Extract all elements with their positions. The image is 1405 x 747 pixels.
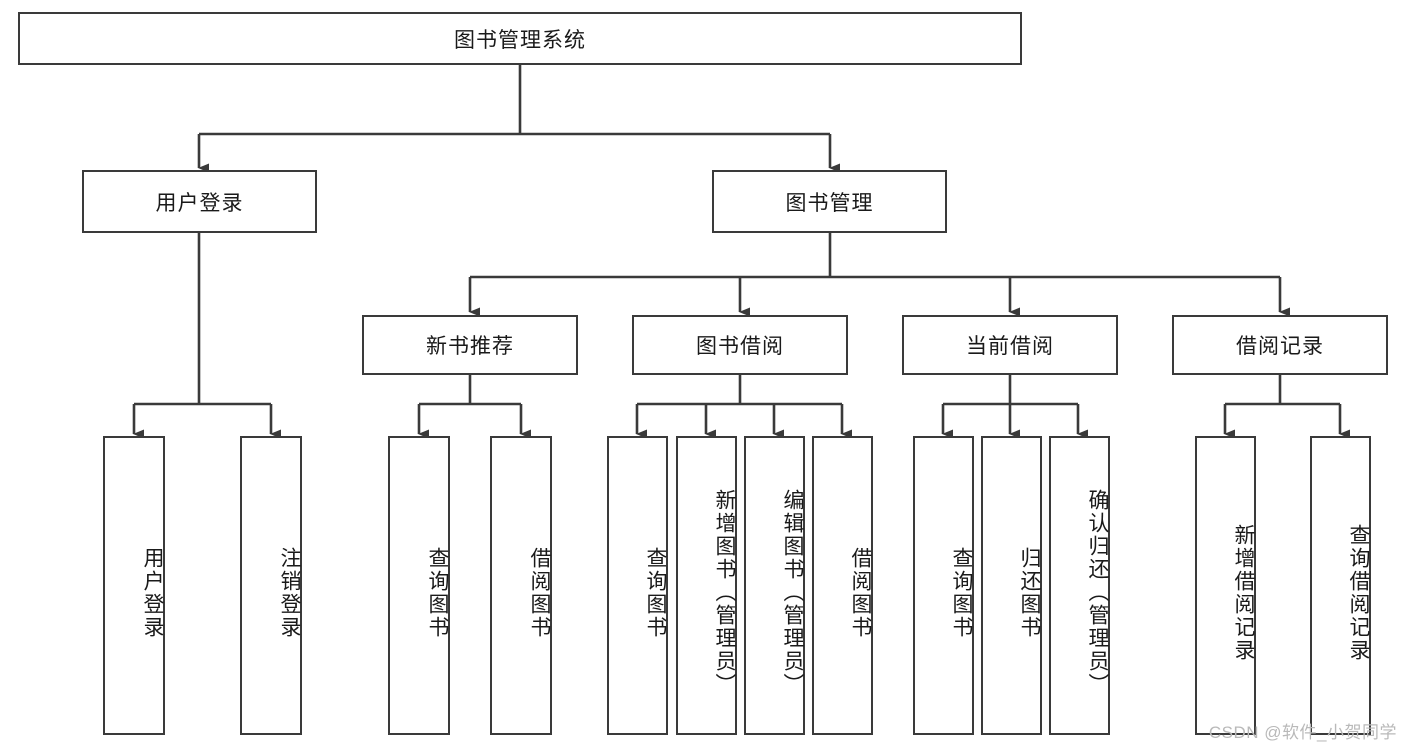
node-book-borrow[interactable]: 图书借阅 [632,315,848,375]
leaf-user-login[interactable]: 用户登录 [103,436,165,735]
node-borrow-record-label: 借阅记录 [1236,335,1324,358]
leaf-edit-book-admin[interactable]: 编辑图书（管理员） [744,436,805,735]
leaf-borrow-book-label: 借阅图书 [849,546,872,639]
leaf-query-book-borrow-label: 查询图书 [644,546,667,639]
node-new-book-recommend[interactable]: 新书推荐 [362,315,578,375]
node-book-borrow-label: 图书借阅 [696,335,784,358]
leaf-confirm-return-admin[interactable]: 确认归还（管理员） [1049,436,1110,735]
leaf-borrow-book-recommend[interactable]: 借阅图书 [490,436,552,735]
leaf-borrow-book[interactable]: 借阅图书 [812,436,873,735]
leaf-query-book-current[interactable]: 查询图书 [913,436,974,735]
node-root[interactable]: 图书管理系统 [18,12,1022,65]
leaf-user-login-label: 用户登录 [141,546,164,639]
node-borrow-record[interactable]: 借阅记录 [1172,315,1388,375]
leaf-edit-book-admin-label: 编辑图书（管理员） [781,489,804,696]
node-root-label: 图书管理系统 [454,28,586,52]
leaf-query-book-recommend-label: 查询图书 [426,546,449,639]
leaf-query-book-recommend[interactable]: 查询图书 [388,436,450,735]
leaf-borrow-book-recommend-label: 借阅图书 [528,546,551,639]
watermark-text: CSDN @软件_小贺同学 [1208,723,1397,742]
leaf-query-book-current-label: 查询图书 [950,546,973,639]
leaf-query-borrow-record-label: 查询借阅记录 [1347,523,1370,662]
leaf-logout[interactable]: 注销登录 [240,436,302,735]
node-new-book-recommend-label: 新书推荐 [426,335,514,358]
leaf-return-book[interactable]: 归还图书 [981,436,1042,735]
leaf-confirm-return-admin-label: 确认归还（管理员） [1086,489,1109,696]
node-current-borrow[interactable]: 当前借阅 [902,315,1118,375]
leaf-return-book-label: 归还图书 [1018,546,1041,639]
leaf-add-book-admin[interactable]: 新增图书（管理员） [676,436,737,735]
leaf-add-book-admin-label: 新增图书（管理员） [713,489,736,696]
node-current-borrow-label: 当前借阅 [966,335,1054,358]
leaf-add-borrow-record[interactable]: 新增借阅记录 [1195,436,1256,735]
leaf-query-book-borrow[interactable]: 查询图书 [607,436,668,735]
node-book-management[interactable]: 图书管理 [712,170,947,233]
node-user-login[interactable]: 用户登录 [82,170,317,233]
node-user-login-label: 用户登录 [155,191,244,215]
node-book-management-label: 图书管理 [785,191,874,215]
leaf-logout-label: 注销登录 [278,546,301,639]
leaf-add-borrow-record-label: 新增借阅记录 [1232,523,1255,662]
leaf-query-borrow-record[interactable]: 查询借阅记录 [1310,436,1371,735]
